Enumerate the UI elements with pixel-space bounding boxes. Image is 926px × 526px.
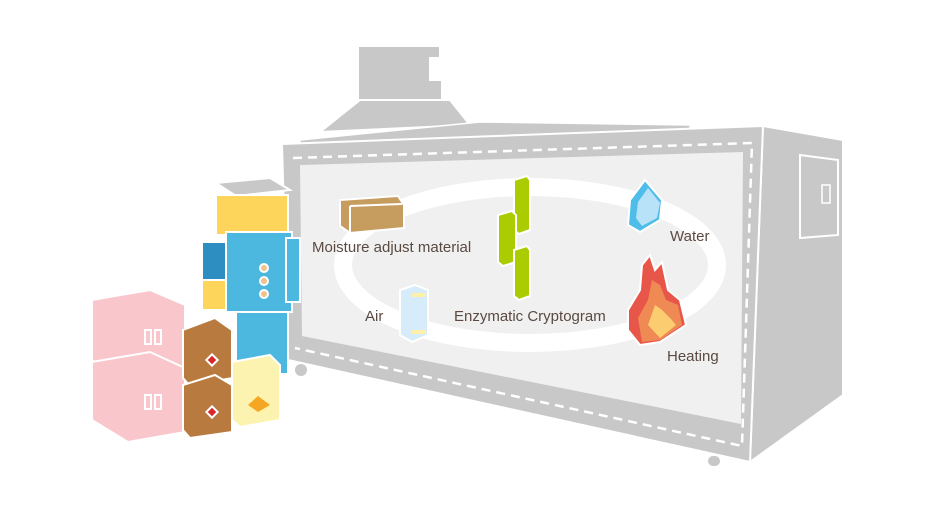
enzyme-icon [497,174,531,302]
brown-boxes [182,316,233,440]
water-drop-icon [626,178,664,234]
air-icon [399,283,429,344]
yellow-box [231,353,281,429]
label-enzymatic-cryptogram: Enzymatic Cryptogram [454,308,606,325]
machine-body [280,124,844,466]
heating-flame-icon [627,252,688,347]
label-air: Air [365,308,383,325]
pig-boxes [91,288,186,444]
label-heating: Heating [667,348,719,365]
label-moisture-adjust-material: Moisture adjust material [312,239,471,256]
moisture-material-icon [339,194,405,235]
worker-figure [201,176,301,375]
label-water: Water [670,228,709,245]
